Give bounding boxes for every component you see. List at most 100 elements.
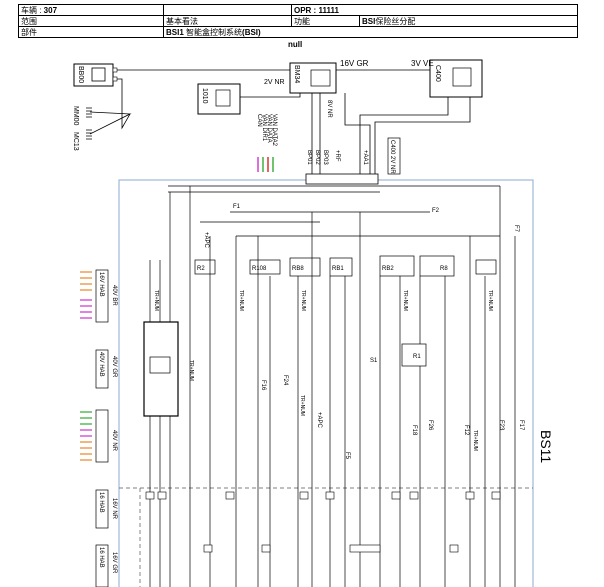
c400-label: C400 xyxy=(434,65,441,82)
orange-wires xyxy=(80,271,92,291)
tr-num-3: TR+NUM xyxy=(300,290,306,311)
f5-label: F5 xyxy=(344,452,350,460)
tr-num-8: TR+NUM xyxy=(472,430,478,451)
green-wires xyxy=(80,411,92,425)
wire-c400-bs11 xyxy=(359,97,449,175)
ground-icon xyxy=(86,107,92,118)
conn16-hab2-label: 16 HAB xyxy=(98,492,104,513)
bp03-label: BP03 xyxy=(322,150,328,165)
relay-r1b xyxy=(475,259,497,275)
van-label-2: VAN DATA xyxy=(266,114,272,143)
c1010-icon xyxy=(215,89,231,107)
null-label: null xyxy=(288,40,303,49)
magenta-wires-2 xyxy=(80,429,92,437)
tr-num-6: TR+NUM xyxy=(188,360,194,381)
tr-num-5: TR+NUM xyxy=(487,290,493,311)
relay-rb2 xyxy=(379,255,415,277)
rb1-label: RB1 xyxy=(332,266,344,272)
wire-1010-bm34 xyxy=(240,93,301,98)
part-value-suffix: (BSI) xyxy=(242,27,261,37)
vehicle-label: 车辆 : xyxy=(21,5,44,15)
conn40v-nr-label: 40V NR xyxy=(111,430,117,452)
wire-8v-nr-label: 8V NR xyxy=(326,100,332,118)
wire-bb00-ground xyxy=(117,78,131,130)
part-value-rest: 智能盒控制系统 xyxy=(183,27,243,37)
apc-label-2: +APC xyxy=(316,412,322,429)
opr-value: 11111 xyxy=(318,5,339,15)
bottom-pins xyxy=(145,491,501,553)
conn40v-hab-label: 40V HAB xyxy=(98,352,104,377)
f12-label: F12 xyxy=(463,425,469,436)
s1-label: S1 xyxy=(370,358,378,364)
wire-2v-nr-label: 2V NR xyxy=(264,79,285,86)
ecu-chip-icon xyxy=(149,356,171,374)
relay-r1 xyxy=(401,343,427,367)
conn16v-nr-label: 16V NR xyxy=(111,498,117,520)
f17-label: F17 xyxy=(518,420,524,431)
f24-label: F24 xyxy=(282,375,288,386)
bb00-pin xyxy=(112,67,118,73)
mc13-label: MC13 xyxy=(72,132,79,151)
part-value-bold: BSI1 xyxy=(166,27,184,37)
vehicle-value: 307 xyxy=(43,5,58,15)
relay-rb1 xyxy=(329,257,353,277)
relay-r8 xyxy=(419,255,455,277)
wire-8v xyxy=(344,93,371,175)
bm34-box xyxy=(289,62,337,94)
r1-label: R1 xyxy=(413,354,421,360)
relay-r108 xyxy=(249,259,281,275)
f26-label: F26 xyxy=(427,420,433,431)
c1010-box xyxy=(197,83,241,115)
wire-3v-ve-label: 3V VE xyxy=(411,59,434,68)
can-label: CAN xyxy=(256,114,262,127)
wire-16v-gr-label: 16V GR xyxy=(340,59,369,68)
relay-rb8 xyxy=(289,257,321,277)
rb2-label: RB2 xyxy=(382,266,394,272)
conn16-hab-label: 16V HAB xyxy=(98,272,104,297)
f18-label: F18 xyxy=(411,425,417,436)
bp01-label: BP01 xyxy=(306,150,312,165)
bs11-label: BS11 xyxy=(538,430,554,463)
function-value-bold: BSI xyxy=(362,16,376,26)
f2-label: F2 xyxy=(432,208,440,214)
r2-label: R2 xyxy=(197,266,205,272)
fuse-icon xyxy=(452,67,472,87)
left-conn-1 xyxy=(95,269,109,323)
van-label-3: VAN DATA2 xyxy=(271,114,277,147)
bm34-module-icon xyxy=(310,69,331,87)
bb00-box xyxy=(73,63,114,87)
function-value-rest: 保险丝分配 xyxy=(375,16,416,26)
bb00-pin2 xyxy=(112,76,118,82)
c400-box xyxy=(429,59,483,98)
van-label-1: VAN DIR1 xyxy=(261,114,267,142)
tr-num-2: TR+NUM xyxy=(238,290,244,311)
rf-label: +RF xyxy=(334,150,340,162)
conn40v-gr-label: 40V GR xyxy=(111,356,117,378)
f16-label: F16 xyxy=(260,380,266,391)
header-table: 车辆 : 307 OPR : 11111 范围 基本看法 功能 BSI保险丝分配… xyxy=(18,4,578,38)
left-conn-5 xyxy=(95,544,109,587)
acc-label: +AA1 xyxy=(362,150,368,166)
bs11-frame xyxy=(118,179,534,587)
f23-label: F23 xyxy=(498,420,504,431)
bp02-label: BP02 xyxy=(314,150,320,165)
orange-wires-2 xyxy=(80,441,92,461)
f7-label: F7 xyxy=(513,225,519,233)
bsi-ecu-block xyxy=(143,321,179,417)
wire-mm00 xyxy=(89,111,132,135)
bs11-top-connector xyxy=(305,173,379,185)
rb8-label: RB8 xyxy=(292,266,304,272)
tr-num-7: TR+NUM xyxy=(299,395,305,416)
bb00-label: BB00 xyxy=(77,66,84,83)
conn16v-gr-label: 16V GR xyxy=(111,552,117,574)
conn16-hab3-label: 16 HAB xyxy=(98,547,104,568)
conn40v-br-label: 40V BR xyxy=(111,285,117,306)
mm00-label: MM00 xyxy=(72,106,79,126)
opr-label: OPR : xyxy=(294,5,319,15)
r8-label: R8 xyxy=(440,266,448,272)
apc-label: +APC xyxy=(203,232,209,249)
tr-num-4: TR+NUM xyxy=(402,290,408,311)
drop-wires xyxy=(149,186,516,587)
tr-num-1: TR+NUM xyxy=(153,290,159,311)
